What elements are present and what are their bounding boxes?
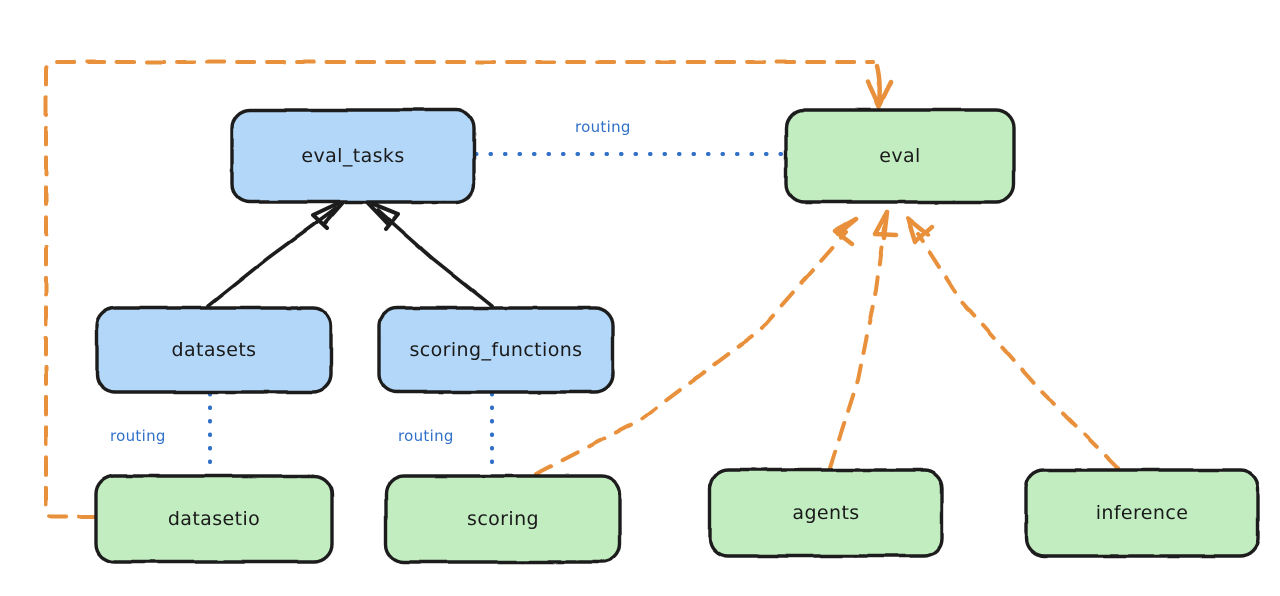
node-eval-tasks[interactable]: [230, 108, 476, 204]
edge-datasets-eval-tasks: [206, 198, 347, 308]
node-scoring[interactable]: [384, 474, 622, 564]
node-scoring-functions[interactable]: [377, 306, 615, 394]
node-datasetio[interactable]: [94, 474, 334, 564]
edge-scoring-functions-eval-tasks: [364, 199, 494, 308]
node-inference[interactable]: [1024, 468, 1260, 558]
edge-inference-eval: [905, 216, 1120, 470]
node-eval[interactable]: [784, 108, 1016, 204]
node-agents[interactable]: [708, 468, 944, 558]
edge-datasetio-eval: [44, 60, 894, 519]
node-datasets[interactable]: [95, 306, 333, 394]
edge-scoring-eval: [534, 216, 859, 476]
edge-agents-eval: [828, 209, 899, 470]
